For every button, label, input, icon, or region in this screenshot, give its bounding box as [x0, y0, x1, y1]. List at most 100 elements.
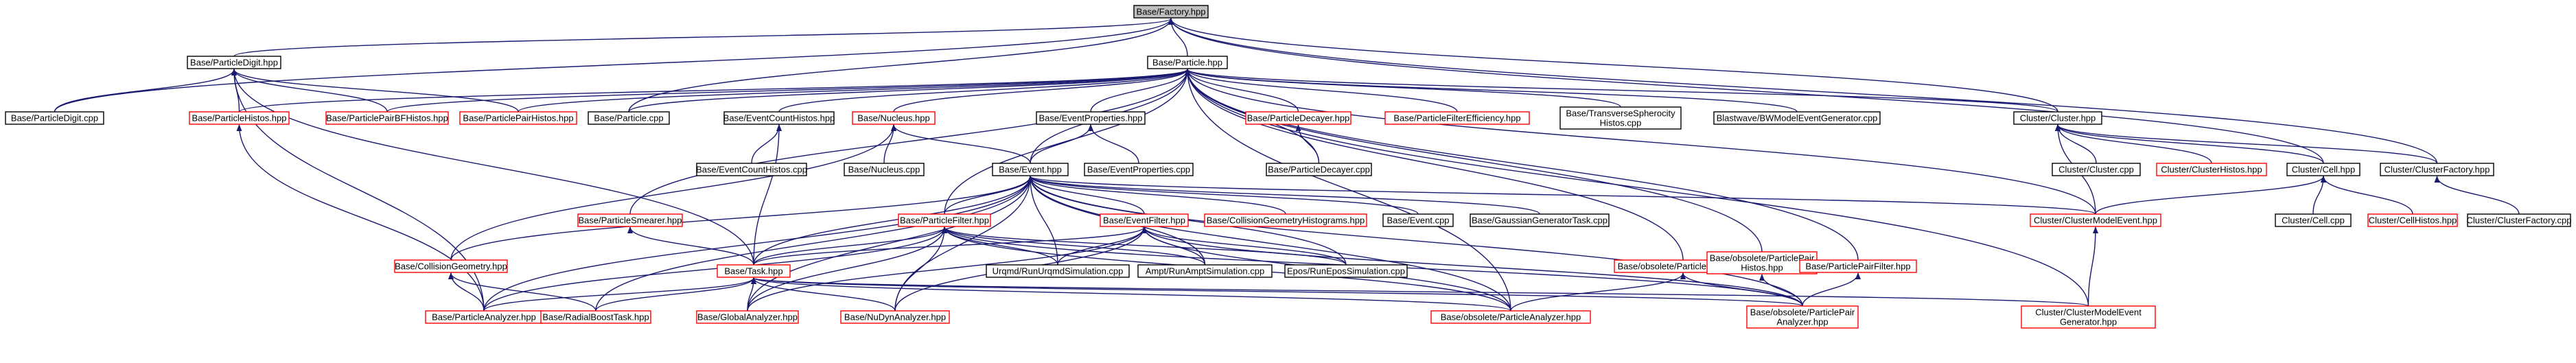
- include-edge: [753, 226, 1147, 266]
- node-base-gaussiangeneratortask-cpp[interactable]: Base/GaussianGeneratorTask.cpp: [1470, 213, 1610, 227]
- node-base-particlepairbfhistos-hpp[interactable]: Base/ParticlePairBFHistos.hpp: [325, 111, 449, 125]
- include-edge: [233, 18, 1174, 57]
- node-box: [844, 163, 925, 176]
- node-base-particledigit-cpp[interactable]: Base/ParticleDigit.cpp: [5, 111, 104, 125]
- include-edge: [1185, 69, 1763, 253]
- node-box: [1284, 264, 1408, 278]
- node-label: Base/CollisionGeometryHistograms.hpp: [1207, 215, 1365, 226]
- node-label: Base/ParticleDigit.hpp: [190, 58, 278, 68]
- node-base-particlefilter-hpp[interactable]: Base/ParticleFilter.hpp: [898, 213, 991, 227]
- node-cluster-clusterfactory-hpp[interactable]: Cluster/ClusterFactory.hpp: [2380, 163, 2494, 176]
- include-edge: [942, 226, 1206, 266]
- include-edge: [1185, 69, 2058, 113]
- node-base-particleanalyzer-hpp[interactable]: Base/ParticleAnalyzer.hpp: [425, 310, 543, 324]
- include-edge: [1168, 18, 2058, 113]
- node-label: Cluster/Cluster.hpp: [2020, 113, 2096, 124]
- node-box: [2030, 213, 2161, 227]
- node-base-particlepairfilter-hpp[interactable]: Base/ParticlePairFilter.hpp: [1799, 259, 1917, 273]
- node-base-task-hpp[interactable]: Base/Task.hpp: [717, 264, 791, 278]
- node-box: [1430, 310, 1591, 324]
- include-edge: [753, 176, 1033, 266]
- node-urqmd-runurqmdsimulation-cpp[interactable]: Urqmd/RunUrqmdSimulation.cpp: [986, 264, 1130, 278]
- node-cluster-cluster-cpp[interactable]: Cluster/Cluster.cpp: [2052, 163, 2141, 176]
- node-base-particle-hpp[interactable]: Base/Particle.hpp: [1147, 56, 1228, 69]
- node-label: Base/obsolete/ParticlePair: [1710, 253, 1815, 264]
- include-edge: [1028, 176, 1286, 215]
- node-cluster-clusterfactory-cpp[interactable]: Cluster/ClusterFactory.cpp: [2467, 213, 2572, 227]
- include-edge: [1185, 69, 1684, 261]
- node-base-collisiongeometryhistograms-hpp[interactable]: Base/CollisionGeometryHistograms.hpp: [1204, 213, 1367, 227]
- node-label: Base/EventCountHistos.cpp: [696, 165, 807, 175]
- include-edge: [1141, 226, 1803, 307]
- node-base-particledecayer-cpp[interactable]: Base/ParticleDecayer.cpp: [1266, 163, 1372, 176]
- include-edge: [2087, 226, 2098, 307]
- node-label: Cluster/Cell.hpp: [2292, 165, 2356, 175]
- include-edge: [751, 277, 1803, 307]
- include-edge: [54, 18, 1174, 113]
- node-base-particle-cpp[interactable]: Base/Particle.cpp: [588, 111, 670, 125]
- node-box: [1384, 111, 1530, 125]
- node-base-particlepairhistos-hpp[interactable]: Base/ParticlePairHistos.hpp: [459, 111, 577, 125]
- node-label: Ampt/RunAmptSimulation.cpp: [1146, 266, 1264, 277]
- node-label: Base/EventFilter.hpp: [1103, 215, 1185, 226]
- node-base-particlesmearer-hpp[interactable]: Base/ParticleSmearer.hpp: [577, 213, 683, 227]
- include-edge: [1088, 124, 1139, 164]
- node-cluster-cell-hpp[interactable]: Cluster/Cell.hpp: [2286, 163, 2360, 176]
- node-label: Base/ParticlePairBFHistos.hpp: [326, 113, 448, 124]
- node-base-particlefilterefficiency-hpp[interactable]: Base/ParticleFilterEfficiency.hpp: [1384, 111, 1530, 125]
- node-base-nucleus-cpp[interactable]: Base/Nucleus.cpp: [844, 163, 925, 176]
- node-base-particledecayer-hpp[interactable]: Base/ParticleDecayer.hpp: [1245, 111, 1351, 125]
- include-edge: [54, 69, 237, 113]
- node-base-eventproperties-cpp[interactable]: Base/EventProperties.cpp: [1084, 163, 1194, 176]
- node-base-particlehistos-hpp[interactable]: Base/ParticleHistos.hpp: [189, 111, 290, 125]
- include-edge: [483, 277, 756, 312]
- node-box: [2467, 213, 2571, 227]
- node-base-radialboosttask-hpp[interactable]: Base/RadialBoostTask.hpp: [540, 310, 651, 324]
- node-base-collisiongeometry-hpp[interactable]: Base/CollisionGeometry.hpp: [394, 259, 508, 273]
- include-edge: [894, 226, 947, 312]
- include-edge: [944, 69, 1190, 215]
- node-label: Base/GaussianGeneratorTask.cpp: [1472, 215, 1608, 226]
- node-base-eventproperties-hpp[interactable]: Base/EventProperties.hpp: [1036, 111, 1146, 125]
- node-label: Base/Event.cpp: [1386, 215, 1449, 226]
- include-edge: [893, 69, 1190, 113]
- node-base-globalanalyzer-hpp[interactable]: Base/GlobalAnalyzer.hpp: [696, 310, 799, 324]
- node-base-nucleus-hpp[interactable]: Base/Nucleus.hpp: [852, 111, 936, 125]
- node-label: Base/ParticleHistos.hpp: [192, 113, 286, 124]
- include-edge: [1028, 176, 1540, 215]
- node-base-eventcounthistos-cpp[interactable]: Base/EventCountHistos.cpp: [696, 163, 807, 176]
- include-edge: [450, 124, 896, 261]
- node-ampt-runamptsimulation-cpp[interactable]: Ampt/RunAmptSimulation.cpp: [1137, 264, 1273, 278]
- node-cluster-clusterhistos-hpp[interactable]: Cluster/ClusterHistos.hpp: [2156, 163, 2267, 176]
- node-base-obsolete-particleanalyzer-hpp[interactable]: Base/obsolete/ParticleAnalyzer.hpp: [1430, 310, 1591, 324]
- node-base-eventcounthistos-hpp[interactable]: Base/EventCountHistos.hpp: [723, 111, 835, 125]
- include-edge: [1295, 124, 1320, 164]
- node-base-obsolete-particlepair-histos-hpp[interactable]: Base/obsolete/ParticlePairHistos.hpp: [1706, 251, 1818, 274]
- node-box: [696, 163, 807, 176]
- node-label: Base/ParticlePairFilter.hpp: [1805, 261, 1910, 272]
- node-cluster-cluster-hpp[interactable]: Cluster/Cluster.hpp: [2013, 111, 2102, 125]
- node-base-event-cpp[interactable]: Base/Event.cpp: [1382, 213, 1454, 227]
- node-label: Cluster/ClusterFactory.cpp: [2467, 215, 2572, 226]
- node-base-nudynanalyzer-hpp[interactable]: Base/NuDynAnalyzer.hpp: [840, 310, 950, 324]
- node-cluster-cell-cpp[interactable]: Cluster/Cell.cpp: [2275, 213, 2352, 227]
- node-blastwave-bwmodeleventgenerator-cpp[interactable]: Blastwave/BWModelEventGenerator.cpp: [1713, 111, 1881, 125]
- node-box: [2275, 213, 2352, 227]
- node-box: [325, 111, 449, 125]
- node-box: [459, 111, 577, 125]
- include-edge: [753, 226, 947, 266]
- node-label: Base/ParticleFilterEfficiency.hpp: [1393, 113, 1520, 124]
- node-base-eventfilter-hpp[interactable]: Base/EventFilter.hpp: [1100, 213, 1189, 227]
- node-cluster-cellhistos-hpp[interactable]: Cluster/CellHistos.hpp: [2367, 213, 2458, 227]
- node-label: Cluster/Cluster.cpp: [2058, 165, 2134, 175]
- node-box: [1382, 213, 1454, 227]
- node-base-event-hpp[interactable]: Base/Event.hpp: [992, 163, 1069, 176]
- include-edge: [1185, 69, 1511, 312]
- node-box: [2367, 213, 2458, 227]
- node-cluster-clustermodelevent-hpp[interactable]: Cluster/ClusterModelEvent.hpp: [2030, 213, 2161, 227]
- node-epos-runepossimulation-cpp[interactable]: Epos/RunEposSimulation.cpp: [1284, 264, 1408, 278]
- node-base-particledigit-hpp[interactable]: Base/ParticleDigit.hpp: [187, 56, 281, 69]
